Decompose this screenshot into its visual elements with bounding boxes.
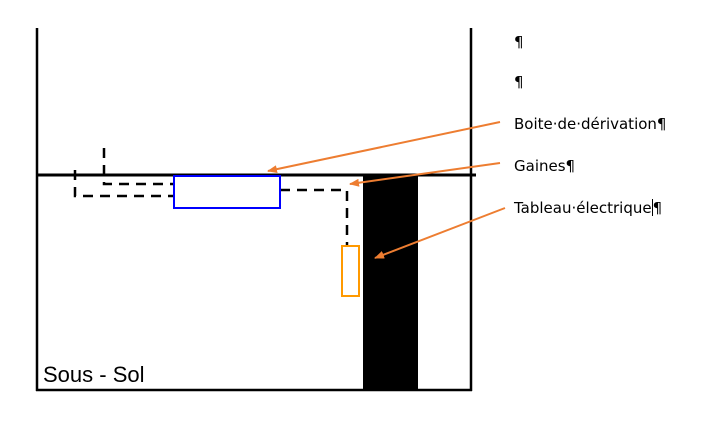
arrow-panel	[374, 207, 506, 259]
floor-label: Sous - Sol	[43, 362, 145, 387]
label-text: Tableau·électrique	[514, 199, 652, 217]
label-conduits[interactable]: Gaines¶	[514, 157, 576, 175]
arrow-conduits	[349, 162, 501, 187]
empty-paragraph[interactable]: ¶	[514, 73, 524, 91]
callout-arrows	[267, 121, 506, 259]
label-electric-panel[interactable]: Tableau·électrique¶	[514, 199, 662, 217]
pillar	[363, 175, 418, 390]
arrow-junction-box	[267, 121, 501, 174]
junction-box	[173, 175, 281, 209]
label-junction-box[interactable]: Boite·de·dérivation¶	[514, 115, 667, 133]
pilcrow: ¶	[652, 199, 663, 217]
text-cursor	[651, 199, 653, 216]
conduits-dashed	[73, 148, 349, 246]
empty-paragraph[interactable]: ¶	[514, 33, 524, 51]
electric-panel	[341, 245, 360, 297]
